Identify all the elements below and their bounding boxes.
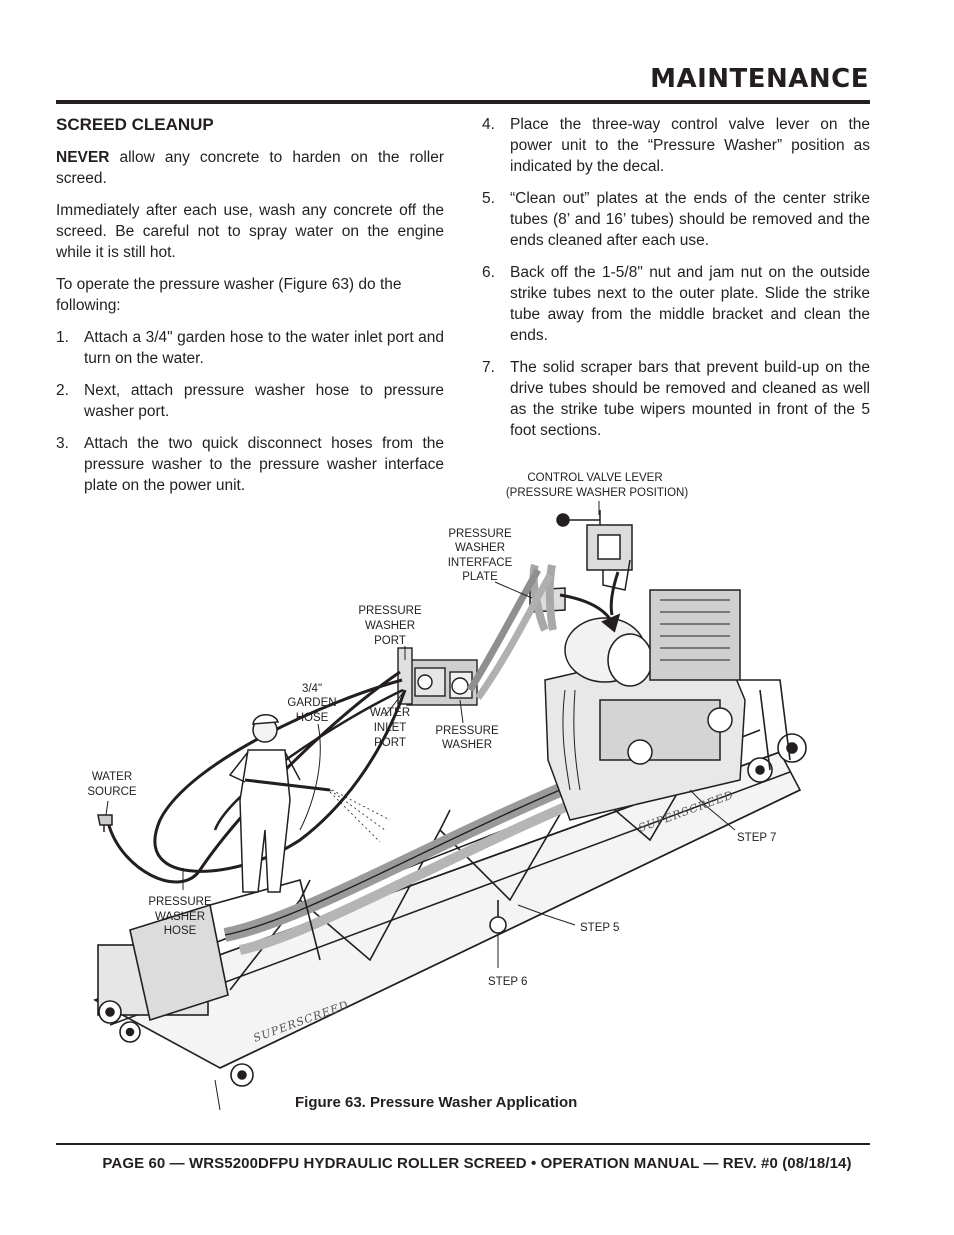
warning-text: allow any concrete to harden on the roll… [56,149,444,187]
step-text: Back off the 1-5/8" nut and jam nut on t… [510,264,870,344]
step-item: 2. Next, attach pressure washer hose to p… [56,380,444,422]
washer-port-label: PRESSURE [358,605,422,617]
step7-label: STEP 7 [737,832,776,844]
section-heading: SCREED CLEANUP [56,115,214,134]
step-text: “Clean out” plates at the ends of the ce… [510,190,870,249]
step-item: 3. Attach the two quick disconnect hoses … [56,433,444,496]
header-rule [56,100,870,104]
callout-arrows [559,571,621,633]
step-number: 6. [482,264,495,281]
garden-hose-label: GARDEN [287,697,336,709]
step-item: 4. Place the three-way control valve leve… [482,114,870,177]
water-source-label: WATER [92,771,132,783]
water-inlet-label: WATER [370,707,410,719]
water-source [97,814,113,832]
interface-plate-label: INTERFACE [448,557,513,569]
step-text: Next, attach pressure washer hose to pre… [84,382,444,420]
washer-hose-label: HOSE [164,925,197,937]
step-item: 1. Attach a 3/4" garden hose to the water… [56,327,444,369]
right-column: 4. Place the three-way control valve leve… [482,114,870,452]
control-valve-label: (PRESSURE WASHER POSITION) [506,487,688,499]
step-number: 7. [482,359,495,376]
interface-plate-label: PLATE [462,571,498,583]
interface-plate-label: WASHER [455,542,505,554]
step-number: 5. [482,190,495,207]
pressure-washer-label: WASHER [442,739,492,751]
hoses [106,568,554,884]
left-column: SCREED CLEANUP NEVER allow any concrete … [56,114,444,507]
footer-rule [56,1143,870,1145]
step-number: 2. [56,382,69,399]
section-title: MAINTENANCE [650,64,869,94]
water-inlet-label: PORT [374,737,406,749]
step-number: 1. [56,329,69,346]
step-text: Place the three-way control valve lever … [510,116,870,175]
intro-paragraph: To operate the pressure washer (Figure 6… [56,276,402,314]
step-item: 6. Back off the 1-5/8" nut and jam nut on… [482,262,870,346]
figure-caption: Figure 63. Pressure Washer Application [295,1094,578,1111]
step-item: 5. “Clean out” plates at the ends of the … [482,188,870,251]
step-item: 7. The solid scraper bars that prevent bu… [482,357,870,441]
warning-paragraph: NEVER allow any concrete to harden on th… [56,147,444,189]
garden-hose-label: HOSE [296,712,329,724]
interface-plate-label: PRESSURE [448,528,512,540]
washer-hose-label: PRESSURE [148,896,212,908]
pressure-washer-unit [397,647,478,706]
wash-paragraph: Immediately after each use, wash any con… [56,202,444,261]
step5-label: STEP 5 [580,922,619,934]
step-text: Attach a 3/4" garden hose to the water i… [84,329,444,367]
step-text: Attach the two quick disconnect hoses fr… [84,435,444,494]
garden-hose-label: 3/4" [302,683,322,695]
step-number: 3. [56,435,69,452]
control-valve-label: CONTROL VALVE LEVER [527,472,662,484]
worker-figure [228,714,391,893]
step6-label: STEP 6 [488,976,527,988]
warning-emphasis: NEVER [56,149,110,166]
pressure-washer-label: PRESSURE [435,725,499,737]
page-footer: PAGE 60 — WRS5200DFPU HYDRAULIC ROLLER S… [102,1155,852,1172]
step-text: The solid scraper bars that prevent buil… [510,359,870,439]
leader-lines [105,501,736,1111]
control-valve-lever [556,510,633,591]
washer-port-label: PORT [374,635,406,647]
step-number: 4. [482,116,495,133]
water-inlet-label: INLET [374,722,407,734]
washer-hose-label: WASHER [155,911,205,923]
water-source-label: SOURCE [87,786,137,798]
washer-port-label: WASHER [365,620,415,632]
pressure-washer-illustration: CONTROL VALVE LEVER (PRESSURE WASHER POS… [87,472,807,1111]
power-unit [544,589,746,821]
